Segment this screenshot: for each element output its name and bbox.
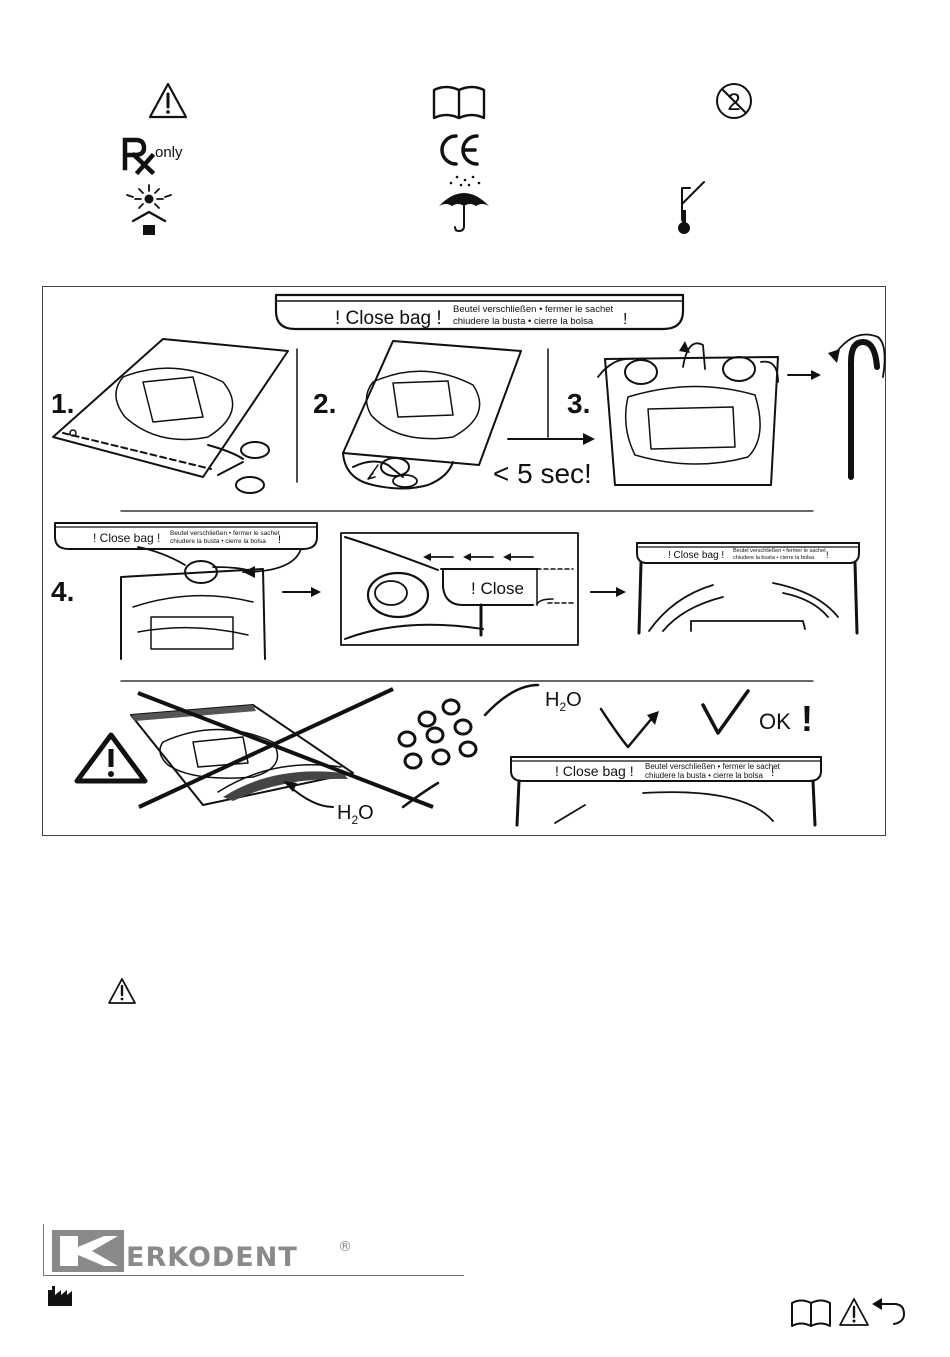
svg-text:Beutel verschließen • fermer l: Beutel verschließen • fermer le sachet [170,530,280,537]
footer-rule-vertical [43,1224,44,1276]
step-4-zoom: ! Close [340,532,579,646]
caution-icon-note [108,978,136,1004]
svg-text:Beutel verschließen • fermer l: Beutel verschließen • fermer le sachet [645,762,781,771]
step-2-drawing [342,340,522,490]
caution-icon [148,82,188,119]
water-label-left: H2O [337,802,374,827]
strip-end-text: ! [623,311,627,328]
consult-instructions-icon [432,85,486,120]
time-note: < 5 sec! [493,458,592,489]
water-droplets [397,698,478,770]
instructions-panel: ! Close bag ! Beutel verschließen • ferm… [42,286,886,836]
footer: ERKODENT ® [0,1220,950,1357]
do-not-reuse-icon: 2 [716,83,752,119]
strip-main-text: ! Close bag ! [335,308,442,329]
step-1-drawing [52,338,289,494]
water-label-right: H2O [545,689,582,714]
warning-icon [839,1298,869,1326]
closed-bag-bottom: ! Close bag ! Beutel verschließen • ferm… [510,756,822,827]
rx-only-label: only [155,144,183,161]
strip-line1-text: Beutel verschließen • fermer le sachet [453,304,614,315]
step-4-closed-bag: ! Close bag ! Beutel verschließen • ferm… [636,542,860,635]
svg-text:chiudere la busta • cierre la: chiudere la busta • cierre la bolsa [170,538,266,545]
book-icon [791,1299,831,1327]
rx-only-icon: only [122,137,192,176]
step-1-label: 1. [51,388,74,419]
brand-name: ERKODENT [126,1242,298,1273]
step-4-label: 4. [51,576,74,607]
instructions-illustration: ! Close bag ! Beutel verschließen • ferm… [51,293,886,827]
svg-text:!: ! [771,765,774,779]
strip-line2-text: chiudere la busta • cierre la bolsa [453,316,594,327]
svg-text:! Close bag !: ! Close bag ! [555,763,634,779]
symbol-grid: 2 only [0,0,950,260]
svg-text:chiudere la busta • cierre la: chiudere la busta • cierre la bolsa [733,555,815,561]
step-4-drawing [120,546,302,660]
keep-away-from-sunlight-icon [126,184,172,235]
svg-text:! Close bag !: ! Close bag ! [668,550,724,561]
ok-exclamation: ! [801,698,813,739]
warning-triangle-icon [74,732,148,784]
step-4-strip: ! Close bag ! Beutel verschließen • ferm… [54,522,318,550]
svg-text:Beutel verschließen • fermer l: Beutel verschließen • fermer le sachet [733,548,826,554]
rx-glyph-icon [122,137,156,176]
temperature-limit-icon [678,181,705,234]
registered-mark: ® [338,1239,352,1255]
keep-dry-icon [439,175,489,232]
svg-text:chiudere la busta • cierre la: chiudere la busta • cierre la bolsa [645,771,764,780]
svg-text:!: ! [826,550,829,560]
zoom-label: ! Close [471,579,524,598]
wrong-storage-drawing [130,687,434,809]
ce-mark-icon [440,134,479,166]
step-3-drawing [597,333,886,486]
footer-rule-horizontal [43,1275,464,1276]
svg-text:2: 2 [727,89,740,116]
return-arrow-icon [872,1298,905,1325]
svg-text:! Close bag !: ! Close bag ! [93,531,160,545]
ok-label: OK [759,709,791,734]
erkodent-logo-mark-icon [52,1230,124,1272]
manufacturer-icon [48,1286,72,1306]
close-bag-strip-top: ! Close bag ! Beutel verschließen • ferm… [274,293,685,331]
step-2-label: 2. [313,388,336,419]
step-3-label: 3. [567,388,590,419]
svg-text:!: ! [278,534,281,546]
